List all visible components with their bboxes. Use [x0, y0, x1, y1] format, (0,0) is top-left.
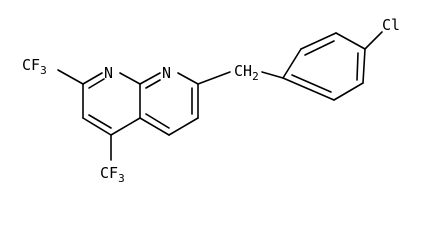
cf3-label-bottom: CF3 — [100, 164, 125, 185]
bond-ch2-left — [197, 71, 231, 85]
bond — [291, 74, 332, 93]
cf3-label-top: CF3 — [22, 56, 47, 77]
cf3-sub: 3 — [118, 172, 125, 185]
bond — [145, 113, 170, 129]
bond — [177, 72, 199, 85]
bond-cf3-top — [57, 69, 84, 85]
bond — [168, 117, 199, 136]
bond — [139, 117, 170, 136]
bond — [304, 40, 335, 56]
bond-ch2-right — [261, 71, 284, 79]
bond — [335, 32, 366, 50]
benzene-ring — [282, 32, 366, 101]
cf3-main: CF — [22, 56, 40, 74]
bond — [300, 32, 337, 50]
molecule-diagram: N N Cl CF3 CF3 CH2 — [22, 16, 400, 185]
bond — [139, 72, 161, 85]
bond — [282, 77, 335, 101]
ch2-main: CH — [234, 62, 252, 80]
bond — [362, 48, 366, 84]
left-ring — [82, 72, 141, 136]
cf3-sub: 3 — [40, 64, 47, 77]
bond — [333, 82, 364, 101]
cf3-main: CF — [100, 164, 118, 182]
bond — [119, 72, 141, 85]
right-ring — [139, 72, 199, 136]
ch2-label: CH2 — [234, 62, 259, 83]
chlorine-label: Cl — [382, 16, 400, 34]
nitrogen-label: N — [162, 64, 171, 82]
bond — [88, 78, 105, 89]
bond — [110, 117, 141, 136]
bond — [82, 117, 112, 136]
bond — [82, 72, 103, 85]
bond — [145, 79, 161, 89]
nitrogen-label: N — [104, 64, 113, 82]
structure-drawing: N N Cl CF3 CF3 CH2 — [22, 16, 400, 185]
ch2-sub: 2 — [252, 70, 259, 83]
bond — [88, 114, 112, 129]
bond — [282, 48, 302, 79]
bond-cl — [364, 31, 383, 50]
bond — [356, 52, 359, 81]
